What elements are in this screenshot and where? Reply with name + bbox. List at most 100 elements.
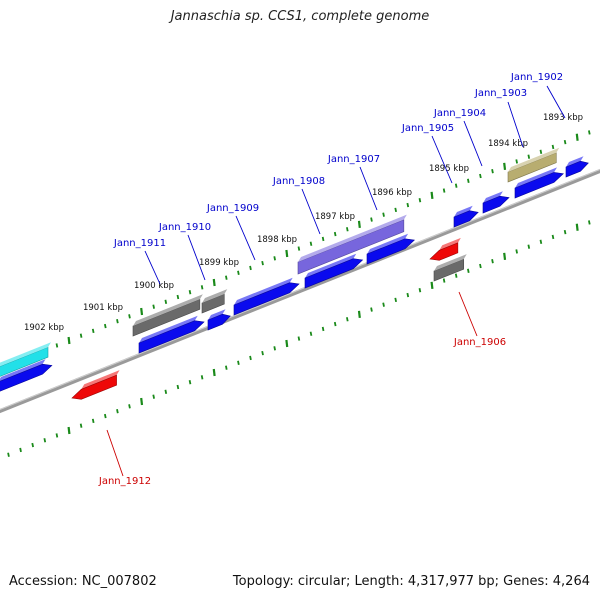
- gene-label: Jann_1908: [272, 176, 325, 187]
- tick-mark: [321, 326, 325, 332]
- tick-mark: [152, 304, 155, 309]
- tick-mark: [273, 346, 276, 351]
- tick-mark: [588, 130, 591, 135]
- tick-mark: [454, 273, 458, 278]
- tick-mark: [164, 299, 168, 305]
- tick-mark: [176, 384, 180, 390]
- features: [0, 147, 589, 400]
- feature-top: [208, 309, 226, 320]
- tick-mark: [237, 270, 240, 275]
- topology-label: Topology: circular; Length: 4,317,977 bp…: [232, 574, 590, 589]
- tick-mark: [67, 426, 71, 435]
- gene-label: Jann_1912: [98, 476, 151, 487]
- tick-mark: [104, 323, 107, 329]
- tick-mark: [333, 321, 337, 327]
- backbone-highlight: [0, 168, 600, 411]
- tick-mark: [261, 260, 264, 266]
- gene-leader-line: [235, 215, 256, 261]
- accession-label: Accession: NC_007802: [9, 574, 157, 589]
- tick-mark: [273, 256, 276, 261]
- tick-mark: [128, 404, 131, 409]
- tick-mark: [467, 268, 470, 274]
- tick-mark: [527, 244, 531, 249]
- tick-mark: [539, 149, 543, 154]
- feature-body: [0, 363, 53, 392]
- feature-body: [429, 242, 459, 261]
- tick-mark: [491, 258, 494, 264]
- gene-leader-line: [546, 85, 566, 119]
- kbp-label: 1895 kbp: [429, 164, 469, 174]
- gene-leader-line: [458, 291, 478, 337]
- feature-top: [434, 254, 467, 271]
- tick-mark: [418, 198, 422, 203]
- tick-mark: [309, 331, 313, 336]
- tick-mark: [225, 275, 228, 280]
- tick-mark: [527, 154, 531, 159]
- backbone: [0, 168, 600, 414]
- tick-mark: [188, 289, 192, 295]
- tick-mark: [370, 217, 373, 222]
- gene-label: Jann_1910: [158, 222, 211, 233]
- feature-upper-1: [132, 294, 203, 337]
- feature-body: [507, 152, 557, 183]
- feature-body: [201, 293, 225, 314]
- feature-top: [566, 156, 584, 167]
- rna-minus-1906: [429, 237, 461, 261]
- feature-body: [514, 172, 564, 199]
- rna-minus-1912: [71, 370, 120, 400]
- tick-mark: [7, 452, 10, 457]
- feature-top: [298, 214, 407, 262]
- backbone-line: [0, 168, 600, 414]
- tick-mark: [551, 234, 555, 240]
- tick-mark: [285, 339, 289, 348]
- feature-top: [202, 289, 228, 303]
- tick-mark: [382, 212, 385, 217]
- feature-top: [483, 191, 503, 203]
- cds-plus-9: [565, 156, 589, 178]
- tick-mark: [200, 375, 204, 380]
- gene-label: Jann_1911: [113, 238, 166, 249]
- feature-body: [453, 210, 479, 228]
- tick-mark: [43, 438, 47, 443]
- tick-mark: [91, 328, 95, 334]
- kbp-label: 1893 kbp: [543, 113, 583, 123]
- tick-mark: [128, 314, 131, 319]
- gene-label: Jann_1902: [510, 72, 563, 83]
- tick-mark: [575, 133, 579, 141]
- tick-mark: [321, 236, 325, 242]
- tick-mark: [79, 333, 83, 338]
- tick-mark: [212, 278, 216, 287]
- gene-label: Jann_1907: [327, 154, 380, 165]
- tick-mark: [406, 292, 410, 298]
- gene-leader-line: [431, 135, 453, 184]
- feature-upper-2: [201, 289, 228, 314]
- kbp-label: 1899 kbp: [199, 258, 239, 268]
- tick-mark: [309, 241, 313, 246]
- tick-mark: [515, 159, 518, 164]
- feature-body: [207, 313, 231, 331]
- tick-mark: [297, 336, 301, 341]
- inner-tick-track: [7, 220, 591, 457]
- feature-top: [139, 315, 198, 343]
- tick-mark: [563, 229, 567, 235]
- feature-top: [305, 253, 357, 278]
- feature-body: [366, 238, 416, 265]
- tick-mark: [418, 288, 422, 293]
- feature-top: [133, 294, 203, 326]
- cds-plus-4: [304, 253, 364, 289]
- feature-body: [71, 374, 117, 400]
- feature-top: [439, 237, 461, 251]
- cds-plus-5: [366, 233, 416, 265]
- feature-top: [234, 277, 293, 305]
- tick-mark: [212, 368, 216, 377]
- feature-upper-4: [507, 147, 560, 183]
- gene-label: Jann_1903: [474, 88, 527, 99]
- kbp-label: 1902 kbp: [24, 323, 64, 333]
- cds-plus-2: [207, 309, 231, 331]
- feature-top: [508, 147, 560, 172]
- tick-mark: [285, 249, 289, 258]
- cds-plus-8: [514, 167, 564, 199]
- feature-top: [0, 359, 46, 382]
- tick-mark: [116, 409, 119, 414]
